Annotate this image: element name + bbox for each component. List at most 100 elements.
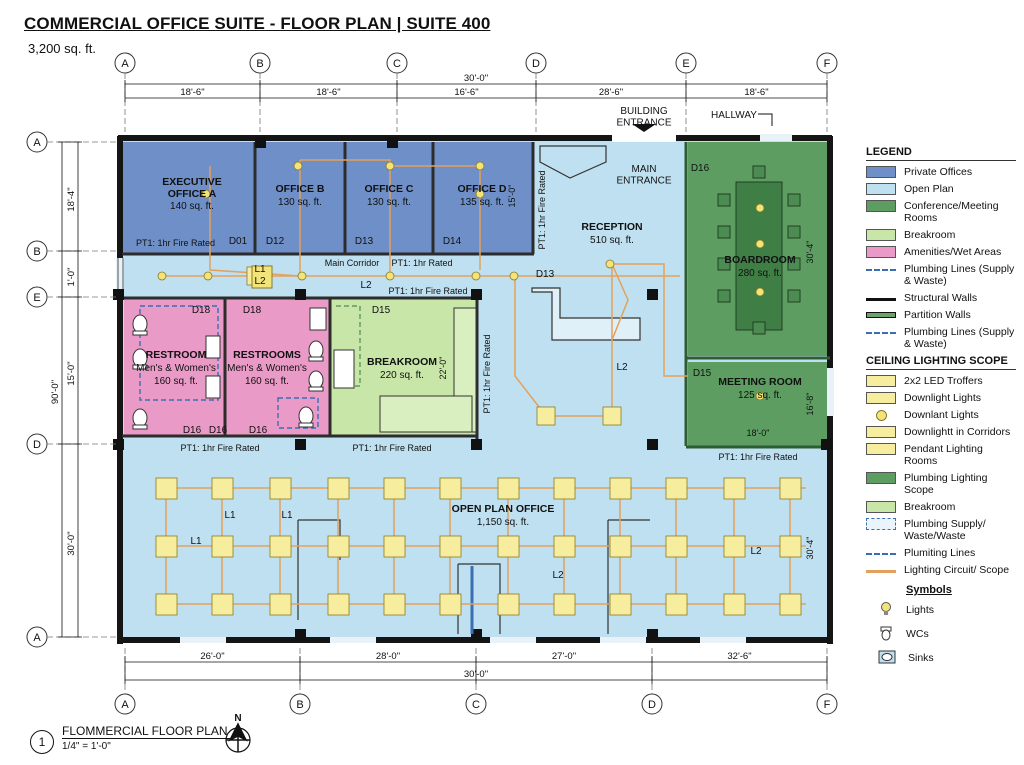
circuit-label-4: L1 xyxy=(224,510,236,521)
dim-top-0: 18'-6" xyxy=(180,87,204,98)
breakroom-area: 220 sq. ft. xyxy=(380,370,424,381)
meeting-room-area: 125 sq. ft. xyxy=(738,390,782,401)
boardroom-chair-left-0 xyxy=(717,193,731,207)
led-troffer-11-2 xyxy=(779,593,802,616)
window-top-hall xyxy=(760,134,792,141)
legend-label: Plumbing Supply/ Waste/Waste xyxy=(904,518,986,542)
boardroom-area: 280 sq. ft. xyxy=(738,268,782,279)
led-troffer-2-2 xyxy=(269,593,292,616)
structural-column-8 xyxy=(113,289,124,300)
grid-bubble-bottom-a-0-label: A xyxy=(121,699,129,711)
led-troffer-0-1 xyxy=(155,535,178,558)
dim-overall-top: 30'-0" xyxy=(464,73,488,84)
lg-items-item-6: Structural Walls xyxy=(866,292,1016,304)
legend-swatch xyxy=(866,443,896,455)
dim-bottom-0: 26'-0" xyxy=(200,651,224,662)
dim-office-d: 15'-0" xyxy=(507,185,517,208)
led-troffer-8-1 xyxy=(609,535,632,558)
window-bottom-1 xyxy=(330,637,376,643)
lg-items-item-7: Partition Walls xyxy=(866,309,1016,321)
legend-swatch xyxy=(866,392,896,404)
fire-rating-restrooms: PT1: 1hr Fire Rated xyxy=(180,443,259,453)
grid-bubble-left-d-3-label: D xyxy=(33,439,41,451)
legend-label: Breakroom xyxy=(904,229,956,241)
legend-label: Amenities/Wet Areas xyxy=(904,246,1002,258)
circuit-label-7: L2 xyxy=(552,570,564,581)
restroom-2-name: RESTROOMS xyxy=(233,349,301,361)
legend-label: Plumiting Lines xyxy=(904,547,976,559)
legend-label: Private Offices xyxy=(904,166,973,178)
legend-label: Plumbing Lines (Supply & Waste) xyxy=(904,263,1015,287)
door-tag-3: D14 xyxy=(443,236,462,247)
grid-bubble-top-d-3-label: D xyxy=(532,58,540,70)
led-troffer-1-1 xyxy=(211,535,234,558)
door-tag-11: D15 xyxy=(693,368,712,379)
toilet-6-tank xyxy=(298,422,314,428)
legend-swatch xyxy=(866,553,896,555)
legend-label: Structural Walls xyxy=(904,292,978,304)
corridor-panel xyxy=(251,265,273,289)
structural-column-5 xyxy=(295,439,306,450)
legend-label: Partition Walls xyxy=(904,309,971,321)
symbol-label: Lights xyxy=(906,604,935,616)
restroom-1-name: RESTROOM xyxy=(146,349,207,361)
boardroom-chair-top xyxy=(752,165,766,179)
open-plan-name: OPEN PLAN OFFICE xyxy=(452,503,555,515)
window-bottom-4 xyxy=(700,637,746,643)
led-troffer-3-0 xyxy=(327,477,350,500)
boardroom-chair-right-0 xyxy=(787,193,801,207)
boardroom-name: BOARDROOM xyxy=(724,254,795,266)
legend-label: Plumbing Lines (Supply & Waste) xyxy=(904,326,1015,350)
lg-light-item-4: Pendant Lighting Rooms xyxy=(866,443,1016,467)
structural-column-4 xyxy=(647,289,658,300)
led-troffer-6-2 xyxy=(497,593,520,616)
legend-swatch xyxy=(866,166,896,178)
downlight-10 xyxy=(605,259,615,269)
legend-label: Pendant Lighting Rooms xyxy=(904,443,983,467)
led-troffer-9-0 xyxy=(665,477,688,500)
structural-column-0 xyxy=(255,137,266,148)
led-troffer-5-1 xyxy=(439,535,462,558)
main-corridor-label: Main Corridor xyxy=(325,258,380,268)
dim-top-4: 18'-6" xyxy=(744,87,768,98)
led-troffer-4-0 xyxy=(383,477,406,500)
lg-light-item-2: Downlant Lights xyxy=(866,409,1016,421)
plumbing-restroom-2 xyxy=(277,397,319,429)
led-troffer-2-0 xyxy=(269,477,292,500)
door-tag-6: D18 xyxy=(192,305,211,316)
fire-rating-offices: PT1: 1hr Fire Rated xyxy=(136,238,215,248)
toilet-1 xyxy=(132,314,148,334)
legend-swatch xyxy=(866,518,896,530)
circuit-label-6: L1 xyxy=(190,536,202,547)
led-troffer-3-1 xyxy=(327,535,350,558)
led-troffer-11-1 xyxy=(779,535,802,558)
entrance-opening xyxy=(612,134,676,142)
sink-icon xyxy=(878,649,908,668)
legend-swatch xyxy=(866,409,896,421)
grid-bubble-left-e-2-label: E xyxy=(33,292,40,304)
window-bottom-2 xyxy=(490,637,536,643)
downlight-2 xyxy=(475,161,485,171)
boardroom-chair-left-3 xyxy=(717,289,731,303)
lg-items-item-2: Conference/Meeting Rooms xyxy=(866,200,1016,224)
led-troffer-5-0 xyxy=(439,477,462,500)
fire-rating-vertical-breakroom: PT1: 1hr Fire Rated xyxy=(482,334,492,413)
downlight-1 xyxy=(385,161,395,171)
downlight-3 xyxy=(201,189,211,199)
office-c-name: OFFICE C xyxy=(365,183,414,195)
breakroom-name: BREAKROOM xyxy=(367,356,437,368)
grid-bubble-bottom-f-4-label: F xyxy=(824,699,831,711)
pendant-light-1 xyxy=(602,406,622,426)
structural-column-10 xyxy=(821,439,832,450)
dim-left-2: 15'-0" xyxy=(66,361,77,385)
legend-swatch xyxy=(866,570,896,573)
symbol-item-0: Lights xyxy=(878,601,1016,618)
legend-swatch xyxy=(866,472,896,484)
lg-light-item-0: 2x2 LED Troffers xyxy=(866,375,1016,387)
workstation-outline-3 xyxy=(607,519,650,634)
dim-boardroom: 30'-4" xyxy=(805,241,815,264)
